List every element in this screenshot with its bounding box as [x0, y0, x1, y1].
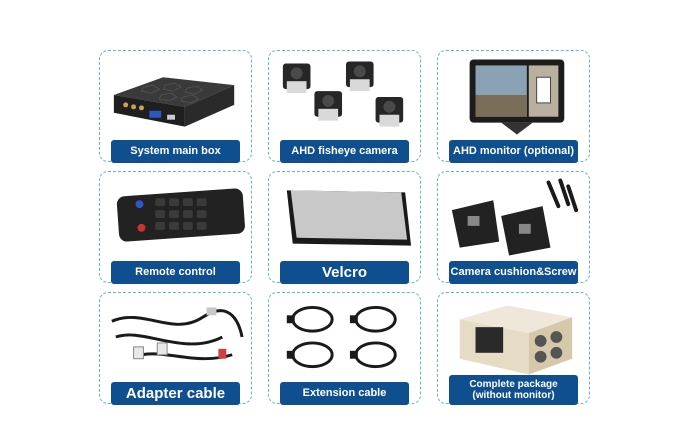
card-system-main-box: System main box — [99, 50, 252, 163]
item-label-line1: Complete package — [469, 379, 558, 390]
extension-cable-icon — [273, 297, 416, 379]
item-label-line2: (without monitor) — [472, 390, 555, 401]
dvr-box-icon — [104, 55, 247, 137]
card-velcro: Velcro — [268, 171, 421, 284]
item-label: Camera cushion&Screw — [449, 261, 578, 284]
card-camera-cushion-screw: Camera cushion&Screw — [437, 171, 590, 284]
item-label: Complete package (without monitor) — [449, 375, 578, 405]
item-label: Remote control — [111, 261, 240, 284]
velcro-pad-icon — [273, 176, 416, 258]
card-adapter-cable: Adapter cable — [99, 292, 252, 405]
card-complete-package: Complete package (without monitor) — [437, 292, 590, 405]
package-box-icon — [442, 297, 585, 379]
card-remote-control: Remote control — [99, 171, 252, 284]
item-label: System main box — [111, 140, 240, 163]
item-label: Adapter cable — [111, 382, 240, 405]
card-ahd-monitor: AHD monitor (optional) — [437, 50, 590, 163]
card-ahd-fisheye-camera: AHD fisheye camera — [268, 50, 421, 163]
item-label: Velcro — [280, 261, 409, 284]
item-label: Extension cable — [280, 382, 409, 405]
adapter-cable-icon — [104, 297, 247, 379]
item-label: AHD monitor (optional) — [449, 140, 578, 163]
monitor-icon — [442, 55, 585, 137]
cushion-screw-icon — [442, 176, 585, 258]
card-extension-cable: Extension cable — [268, 292, 421, 405]
item-label: AHD fisheye camera — [280, 140, 409, 163]
remote-control-icon — [104, 176, 247, 258]
fisheye-camera-icon — [273, 55, 416, 137]
